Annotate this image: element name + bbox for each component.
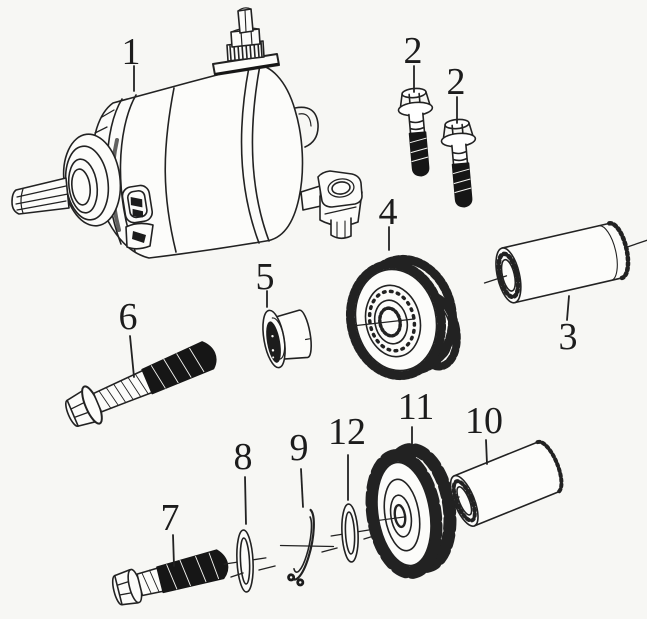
front-bearing-collar <box>62 133 122 227</box>
callout-part-8: 8 <box>233 436 253 478</box>
part-11-idler-gear <box>365 443 457 579</box>
callout-part-5: 5 <box>255 256 275 298</box>
callout-part-2b: 2 <box>446 61 466 103</box>
callout-part-7: 7 <box>160 497 180 539</box>
mounting-bracket <box>300 170 363 240</box>
leader-7 <box>172 534 175 567</box>
part-4-double-gear <box>345 254 461 381</box>
part-2-flange-bolt-b <box>438 117 483 210</box>
callout-part-6: 6 <box>118 296 138 338</box>
part-5-flanged-collar <box>262 309 312 369</box>
callout-part-12: 12 <box>328 411 366 453</box>
brush-housing-window <box>121 184 154 224</box>
part-7-hex-bolt <box>111 549 229 606</box>
terminal-stud <box>212 7 280 76</box>
spline-shaft <box>11 177 70 215</box>
axis-centerline <box>230 496 460 578</box>
part-8-washer <box>223 529 267 593</box>
callout-part-10: 10 <box>465 400 503 442</box>
part-9-circlip <box>279 508 335 587</box>
callout-part-3: 3 <box>558 316 578 358</box>
motor-body <box>88 64 319 259</box>
cap-lower-tab <box>125 222 154 250</box>
part-10-bushing <box>444 439 564 527</box>
callout-part-4: 4 <box>378 191 398 233</box>
callout-part-2a: 2 <box>403 30 423 72</box>
leader-lines <box>129 65 570 567</box>
leader-9 <box>300 468 304 508</box>
callout-part-11: 11 <box>397 386 435 428</box>
part-1-starter-motor <box>11 7 363 259</box>
callout-part-1: 1 <box>121 31 141 73</box>
leader-10 <box>485 439 488 465</box>
part-6-hex-bolt-long <box>65 341 217 428</box>
part-2-flange-bolt-a <box>395 86 440 179</box>
callout-part-9: 9 <box>289 427 309 469</box>
part-12-washer <box>330 503 370 563</box>
leader-3 <box>566 295 570 321</box>
part-3-sleeve-bushing <box>483 221 647 304</box>
leader-8 <box>244 476 247 525</box>
leader-6 <box>129 335 135 378</box>
